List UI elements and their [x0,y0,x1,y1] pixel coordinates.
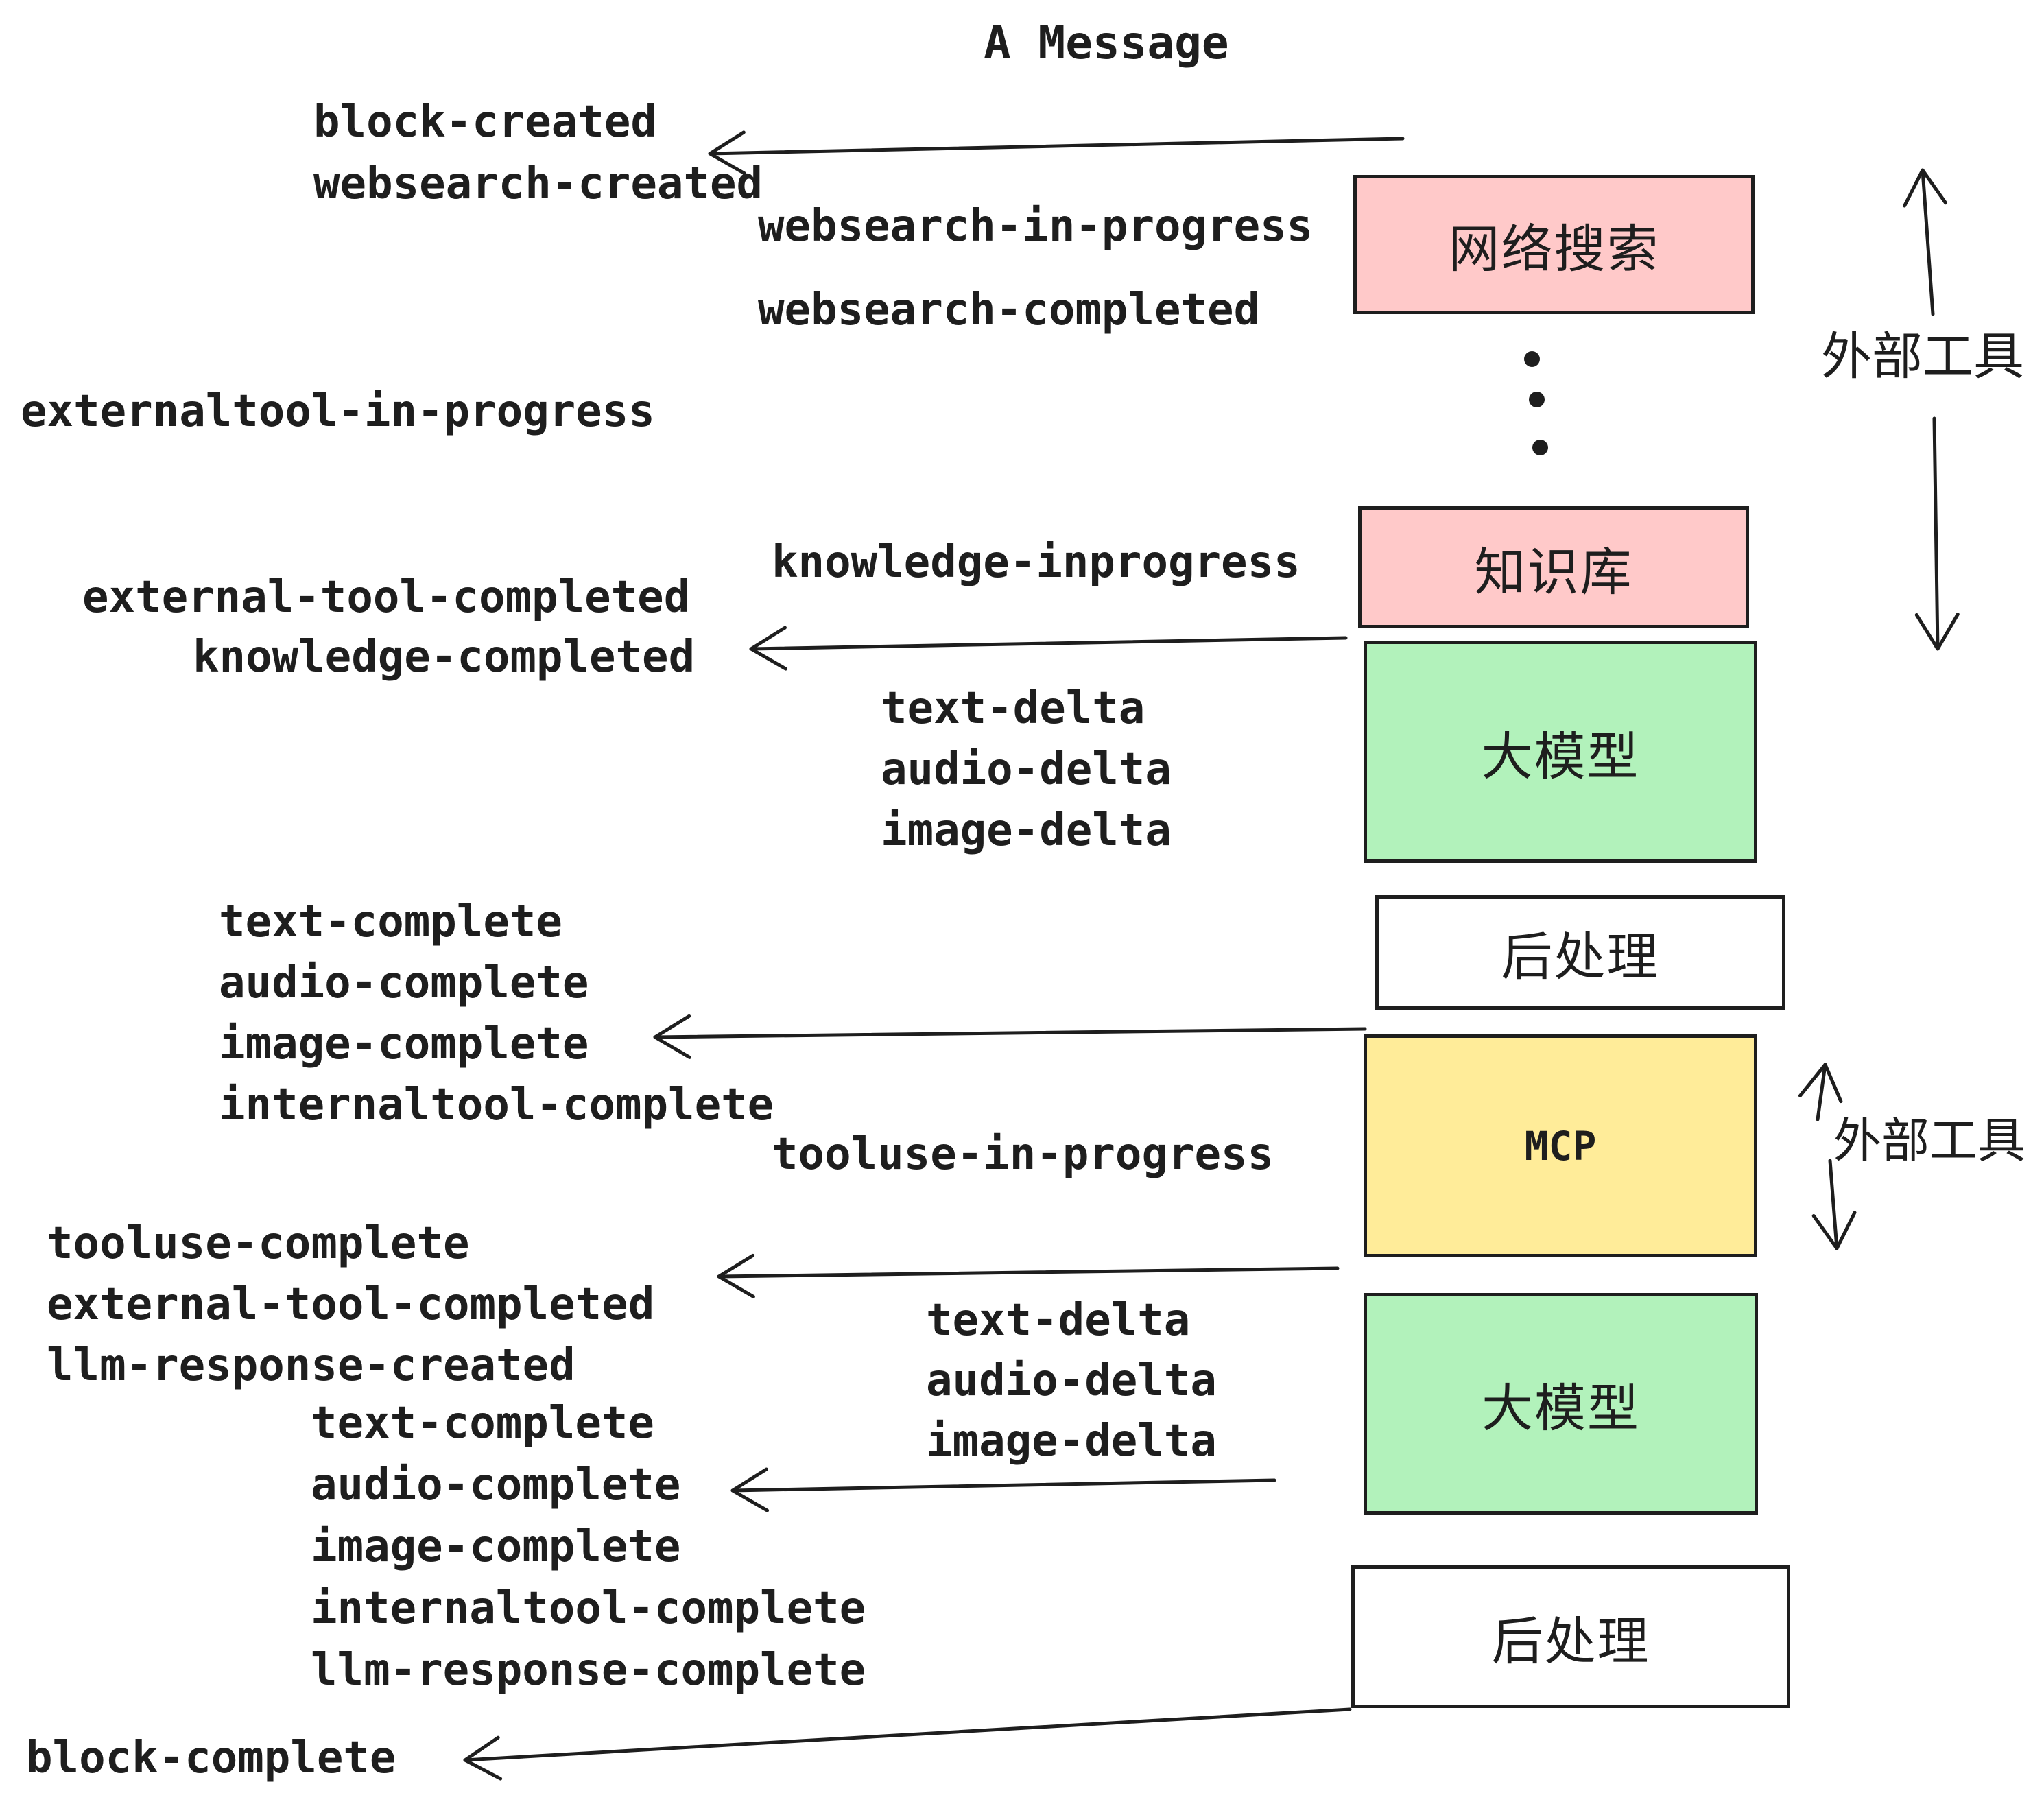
event-audio-delta-1: audio-delta [881,744,1172,795]
box-mcp-label: MCP [1524,1122,1597,1170]
arrow-to-audio-complete [730,1467,1276,1512]
box-postprocess-1-label: 后处理 [1501,928,1660,986]
box-mcp: MCP [1364,1034,1757,1257]
event-knowledge-completed: knowledge-completed [193,632,696,683]
event-audio-delta-2: audio-delta [926,1355,1217,1406]
ellipsis-dot-2 [1529,392,1545,407]
event-websearch-completed: websearch-completed [758,285,1261,335]
event-image-delta-1: image-delta [881,805,1172,856]
event-block-created: block-created [313,97,657,147]
event-group-complete-2: text-complete audio-complete image-compl… [311,1392,866,1701]
event-image-complete-2: image-complete [311,1521,681,1572]
event-group-complete-1: text-complete audio-complete image-compl… [219,892,774,1136]
event-externaltool-in-progress: externaltool-in-progress [21,386,655,437]
box-postprocess-1: 后处理 [1375,895,1785,1010]
event-text-delta-2: text-delta [926,1295,1191,1346]
event-internaltool-complete-2: internaltool-complete [311,1583,866,1634]
ellipsis-dot-3 [1532,440,1548,455]
event-text-complete-2: text-complete [311,1398,654,1449]
event-group-delta-1: text-delta audio-delta image-delta [881,678,1172,862]
box-llm-2-label: 大模型 [1481,1379,1640,1437]
event-internaltool-complete-1: internaltool-complete [219,1080,774,1130]
event-external-tool-completed-2: external-tool-completed [47,1279,655,1330]
event-image-complete-1: image-complete [219,1019,589,1069]
external-tools-label-1: 外部工具 [1821,328,2024,385]
diagram-title: A Message [984,16,1229,69]
event-audio-complete-1: audio-complete [219,958,589,1008]
arrow-to-websearch-created [708,130,1405,176]
arrow-external-tools-2-down [1811,1159,1857,1250]
ellipsis-dot-1 [1524,351,1540,367]
event-audio-complete-2: audio-complete [311,1460,681,1510]
arrow-external-tools-1-down [1914,416,1960,651]
arrow-external-tools-2-up [1798,1063,1843,1121]
arrow-to-image-complete [653,1014,1367,1059]
event-block-complete: block-complete [26,1733,396,1783]
box-postprocess-2: 后处理 [1351,1565,1790,1708]
event-text-complete-1: text-complete [219,897,562,947]
event-image-delta-2: image-delta [926,1416,1217,1467]
arrow-to-knowledge-completed [749,626,1348,671]
event-group-post-mcp: tooluse-complete external-tool-completed… [47,1213,654,1397]
box-websearch-label: 网络搜索 [1448,220,1660,278]
box-llm-1-label: 大模型 [1481,727,1640,785]
event-knowledge-inprogress: knowledge-inprogress [772,537,1300,588]
external-tools-label-2: 外部工具 [1833,1114,2025,1167]
event-llm-response-complete: llm-response-complete [311,1645,866,1696]
event-group-delta-2: text-delta audio-delta image-delta [926,1290,1217,1471]
event-llm-response-created: llm-response-created [47,1340,575,1391]
event-tooluse-complete: tooluse-complete [47,1218,470,1269]
box-llm-1: 大模型 [1364,641,1757,863]
arrow-to-block-complete [463,1707,1352,1781]
event-text-delta-1: text-delta [881,683,1145,734]
event-websearch-in-progress: websearch-in-progress [758,201,1314,252]
box-knowledge: 知识库 [1358,506,1749,628]
box-llm-2: 大模型 [1364,1293,1758,1515]
arrow-to-tooluse-complete [717,1253,1340,1298]
event-external-tool-completed: external-tool-completed [82,572,691,623]
box-postprocess-2-label: 后处理 [1491,1612,1650,1670]
box-websearch: 网络搜索 [1353,175,1755,314]
box-knowledge-label: 知识库 [1474,543,1633,601]
event-tooluse-in-progress: tooluse-in-progress [772,1129,1274,1180]
arrow-external-tools-1-up [1903,168,1947,316]
event-websearch-created: websearch-created [313,158,763,209]
